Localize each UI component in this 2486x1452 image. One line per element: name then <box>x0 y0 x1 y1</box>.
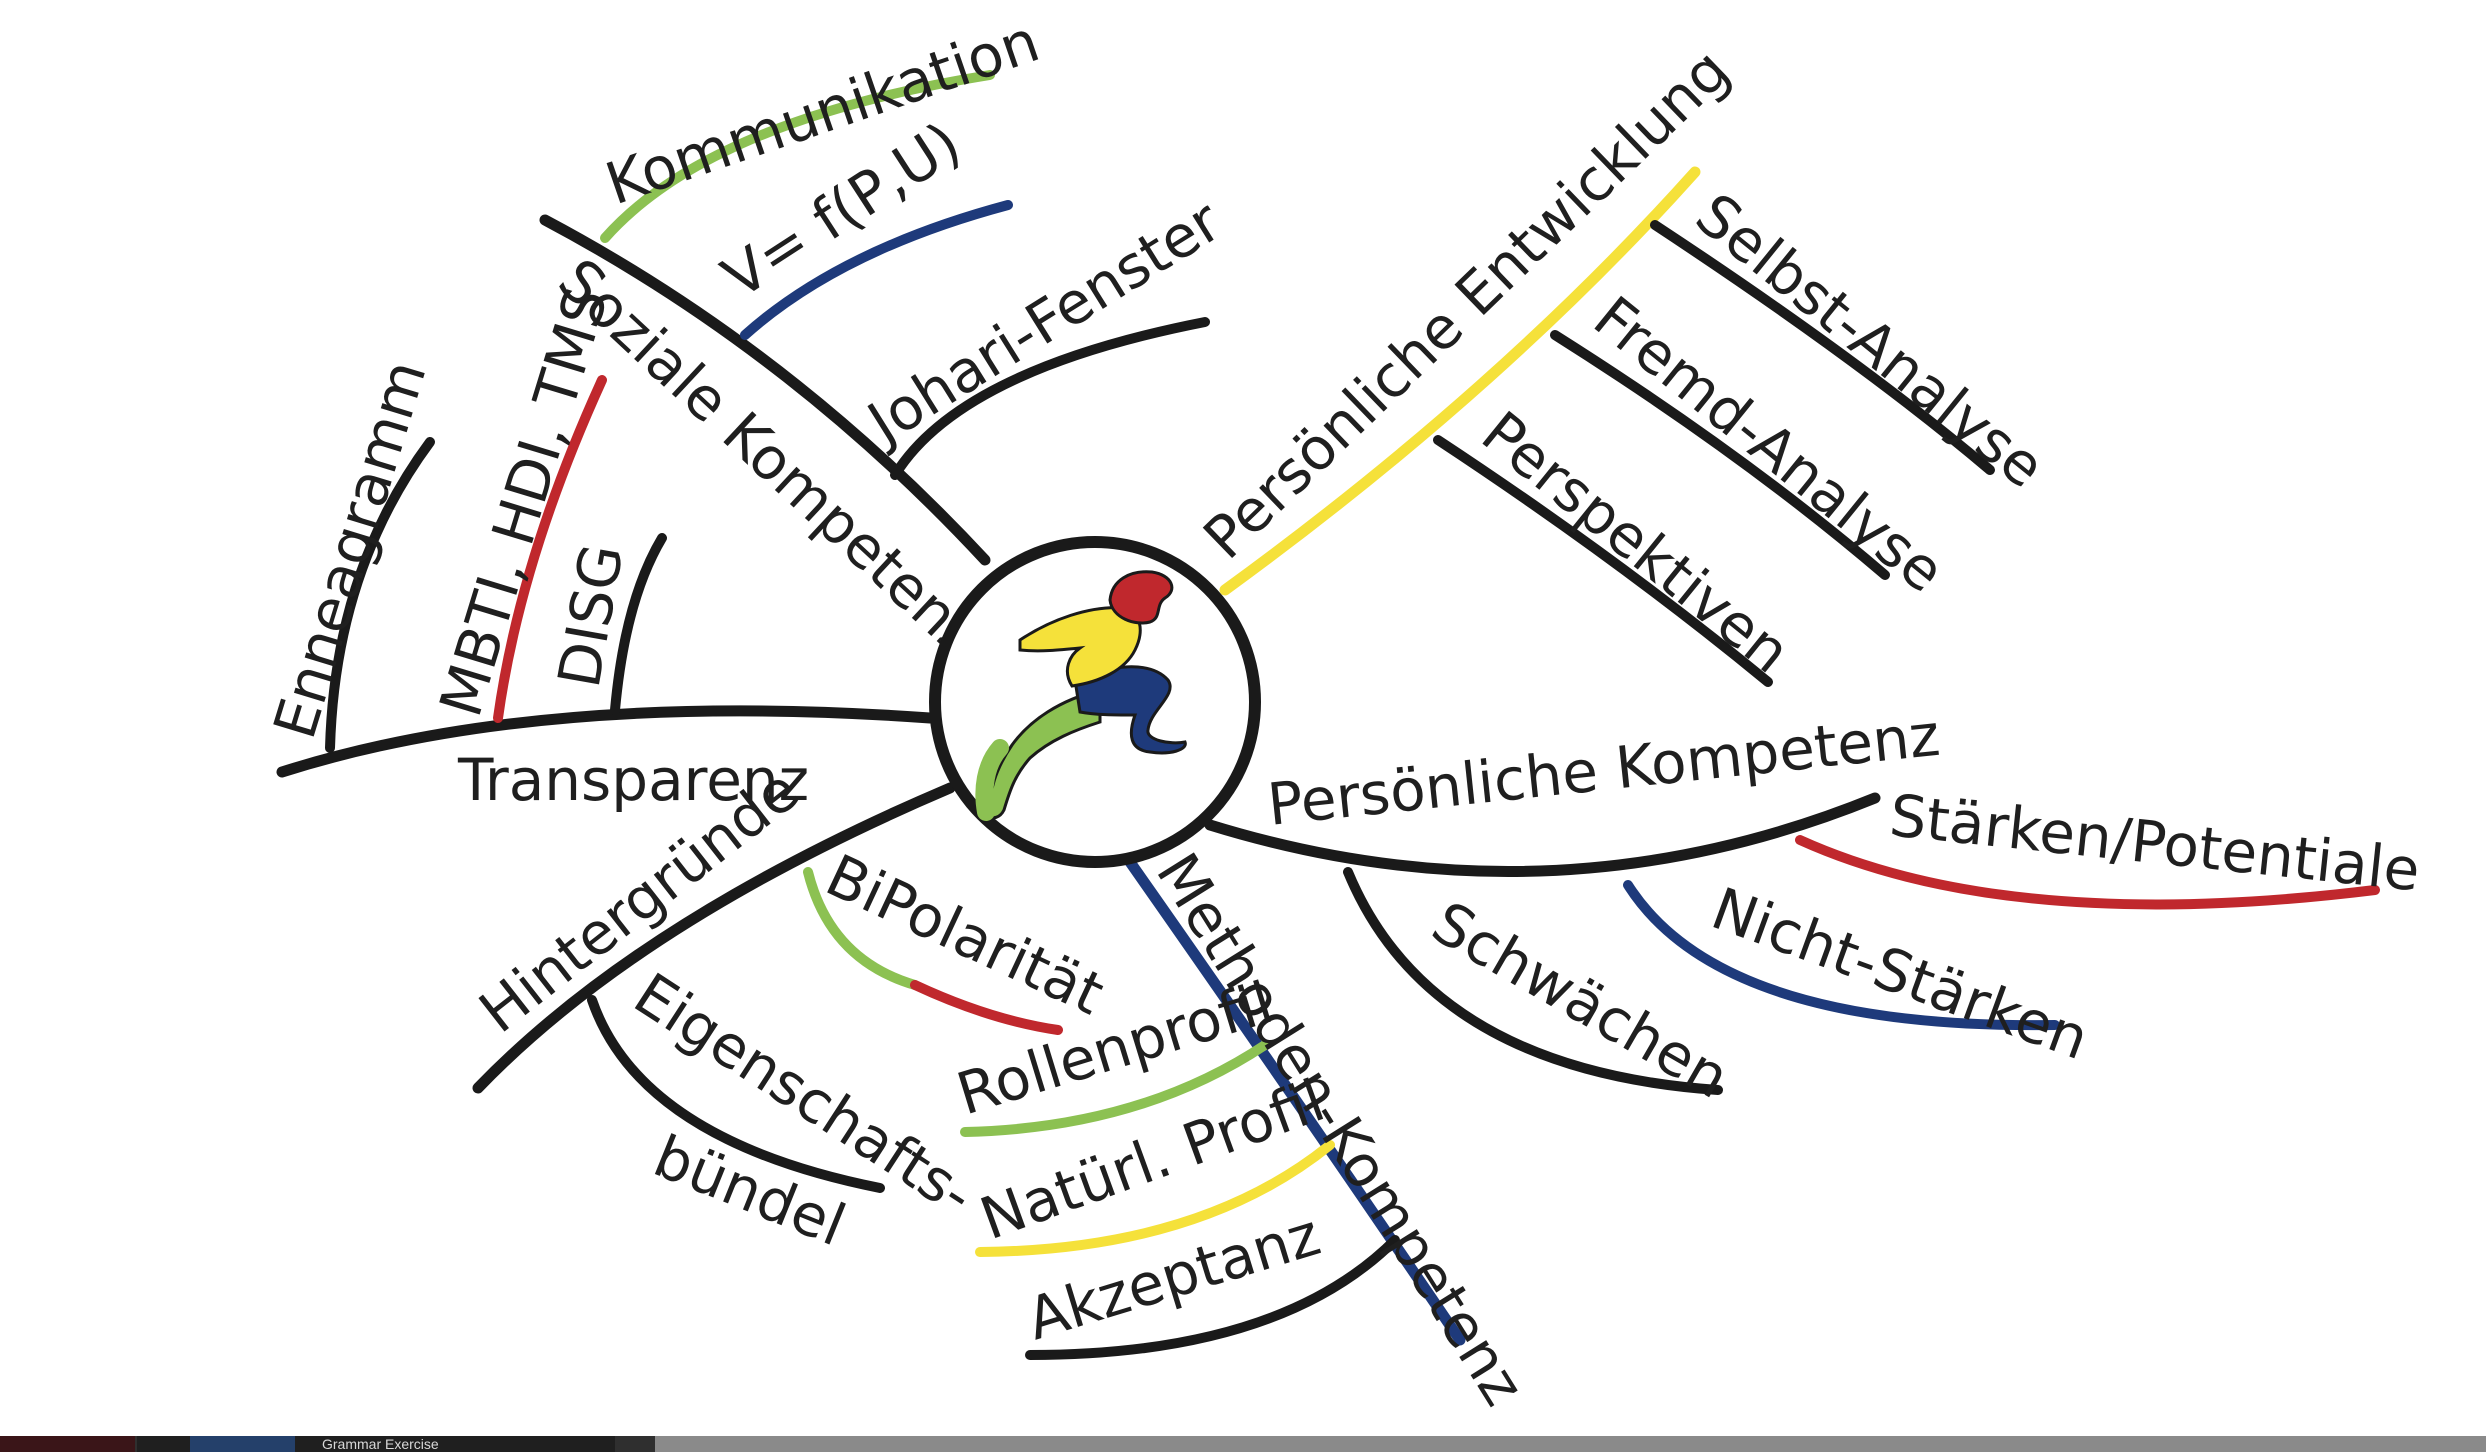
browser-icon <box>190 1436 295 1452</box>
label-persoenliche-kompetenz: Persönliche Kompetenz <box>1264 701 1943 839</box>
taskbar-start-segment[interactable] <box>0 1436 135 1452</box>
branch-persoenliche-kompetenz <box>1204 792 1881 878</box>
branch-johari-fenster <box>890 317 1210 480</box>
branch-eigenschaftsbuendel <box>587 995 885 1193</box>
branch-hintergruende <box>472 782 956 1094</box>
branch-enneagramm <box>325 437 435 753</box>
branch-natuerl-profil <box>975 1140 1335 1257</box>
branch-rollenprofil <box>960 1040 1270 1137</box>
branch-perspektiven <box>1433 435 1773 687</box>
label-schwaechen: Schwächen <box>1421 888 1740 1112</box>
branch-schwaechen <box>1343 867 1723 1095</box>
branch-disg <box>610 533 667 715</box>
taskbar-thumbnail-title: Grammar Exercise <box>322 1436 439 1452</box>
branch-bipolaritaet-red <box>910 980 1063 1035</box>
branch-nicht-staerken <box>1623 880 2060 1031</box>
branch-methoden-kompetenz <box>1124 856 1466 1346</box>
label-persoenliche-entwicklung: Persönliche Entwicklung <box>1190 36 1742 572</box>
taskbar: Grammar Exercise <box>0 1436 2486 1452</box>
taskbar-empty-area <box>655 1436 2486 1452</box>
branch-mbti <box>493 375 607 723</box>
branch-vfpu <box>740 200 1013 340</box>
branch-persoenliche-entwicklung <box>1219 166 1701 596</box>
branch-kommunikation <box>600 70 995 243</box>
branch-staerken-potentiale <box>1795 835 2380 910</box>
branch-transparenz <box>276 705 936 778</box>
label-nicht-staerken: Nicht-Stärken <box>1703 874 2097 1073</box>
label-transparenz: Transparenz <box>457 746 809 814</box>
label-enneagramm: Enneagramm <box>260 353 439 746</box>
running-figure-icon <box>975 570 1187 821</box>
branch-selbst-analyse <box>1650 220 1995 475</box>
branch-fremd-analyse <box>1550 330 1890 580</box>
branch-akzeptanz <box>1025 1235 1400 1360</box>
label-johari-fenster: Johari-Fenster <box>854 187 1233 459</box>
branch-bipolaritaet-green <box>803 867 920 990</box>
label-bipolaritaet: BiPolarität <box>816 841 1114 1028</box>
branch-soziale-kompetenz <box>539 214 991 566</box>
